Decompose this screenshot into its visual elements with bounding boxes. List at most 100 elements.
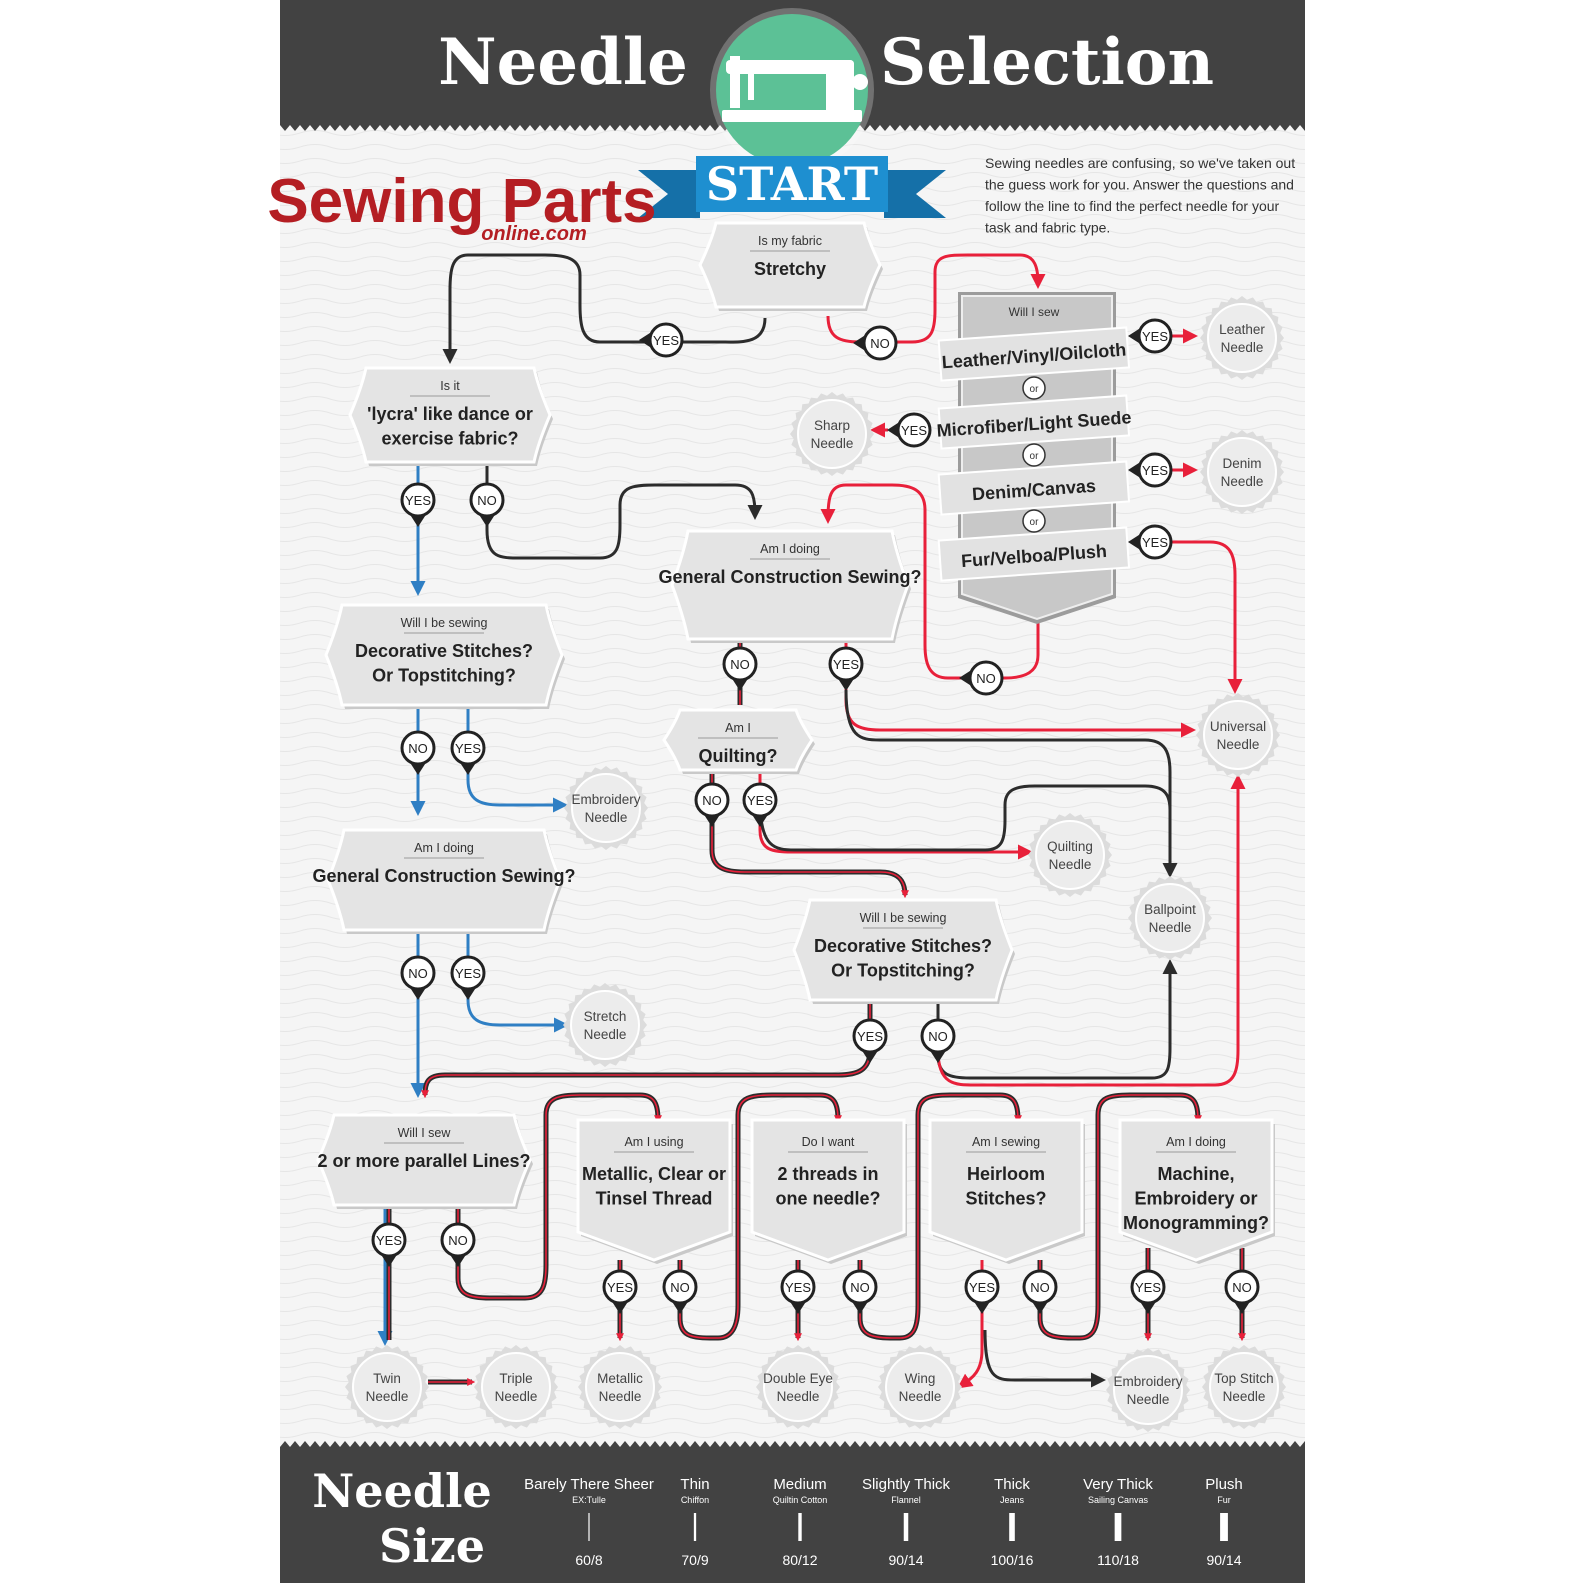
no-pin: NO	[959, 660, 1004, 696]
sewing-machine-icon	[722, 56, 868, 122]
pin-label: YES	[405, 493, 431, 508]
yes-pin: YES	[371, 1222, 407, 1267]
pin-label: YES	[607, 1280, 633, 1295]
path-generalmid-yes-ballpoint	[844, 689, 1178, 878]
size-value-label: 80/12	[782, 1552, 817, 1568]
yes-pin: YES	[450, 730, 486, 775]
size-value-label: 110/18	[1097, 1552, 1139, 1568]
pin-label: NO	[976, 671, 996, 686]
footer-bar	[280, 1441, 1305, 1583]
question-text-line: Decorative Stitches?	[355, 641, 533, 661]
pin-label: YES	[785, 1280, 811, 1295]
start-label: START	[706, 157, 878, 211]
size-value-label: 70/9	[681, 1552, 708, 1568]
yes-pin: YES	[742, 782, 778, 827]
question-pre-label: Do I want	[802, 1135, 855, 1149]
size-thickness-mark	[798, 1513, 802, 1541]
needle-suffix: Needle	[1049, 857, 1092, 872]
needle-name: Sharp	[814, 418, 850, 433]
path-heirloom-yes-wing	[957, 1260, 984, 1389]
yes-pin: YES	[852, 1018, 888, 1063]
needle-suffix: Needle	[1217, 737, 1260, 752]
no-pin: NO	[400, 730, 436, 775]
question-pre-label: Am I	[725, 721, 751, 735]
question-pre-label: Am I sewing	[972, 1135, 1040, 1149]
pin-label: YES	[653, 333, 679, 348]
size-thickness-mark	[1220, 1513, 1228, 1541]
path-twothreads-no	[857, 1092, 1022, 1341]
path-decoleft-yes	[466, 706, 568, 813]
pin-label: YES	[376, 1233, 402, 1248]
no-pin: NO	[920, 1018, 956, 1063]
fabric-banner: Will I sewLeather/Vinyl/OilclothMicrofib…	[936, 292, 1132, 624]
no-pin: NO	[1022, 1269, 1058, 1314]
question-text-line: Stretchy	[754, 259, 826, 279]
size-value-label: 90/14	[1206, 1552, 1241, 1568]
size-weight-label: Slightly Thick	[862, 1476, 951, 1493]
needle-suffix: Needle	[1223, 1389, 1266, 1404]
intro-text-line: Sewing needles are confusing, so we've t…	[985, 155, 1295, 171]
no-pin: NO	[440, 1222, 476, 1267]
question-text-line: Quilting?	[699, 746, 778, 766]
footer-title-needle: Needle	[312, 1464, 492, 1518]
yes-pin: YES	[887, 412, 932, 448]
question-pre-label: Will I be sewing	[401, 616, 488, 630]
needle-name: Triple	[499, 1371, 532, 1386]
pin-label: YES	[1142, 463, 1168, 478]
no-pin: NO	[1224, 1269, 1260, 1314]
size-thickness-mark	[693, 1513, 697, 1541]
path-quilting-no	[709, 770, 909, 899]
question-pre-label: Am I doing	[414, 841, 474, 855]
yes-pin: YES	[450, 955, 486, 1000]
yes-pin: YES	[828, 646, 864, 691]
start-circle	[716, 14, 868, 166]
pin-label: NO	[408, 966, 428, 981]
no-pin: NO	[842, 1269, 878, 1314]
needle-suffix: Needle	[366, 1389, 409, 1404]
question-quilting: Am I Quilting?	[662, 708, 815, 774]
yes-pin: YES	[1128, 318, 1173, 354]
yes-pin: YES	[780, 1269, 816, 1314]
pin-label: NO	[730, 657, 750, 672]
no-pin: NO	[662, 1269, 698, 1314]
path-generalleft-yes	[466, 932, 569, 1033]
ribbon-left-tail	[638, 170, 700, 218]
title-needle: Needle	[438, 25, 688, 100]
needle-name: Universal	[1210, 719, 1266, 734]
pin-label: YES	[455, 966, 481, 981]
title-selection: Selection	[880, 25, 1214, 100]
needle-suffix: Needle	[1221, 340, 1264, 355]
start-ribbon	[696, 156, 888, 212]
pin-label: NO	[1232, 1280, 1252, 1295]
needle-suffix: Needle	[899, 1389, 942, 1404]
path-decomid-no-universal	[936, 774, 1246, 1087]
path-heirloom-no	[1037, 1092, 1202, 1341]
size-example-label: Jeans	[1000, 1495, 1025, 1505]
intro-text-line: task and fabric type.	[985, 220, 1110, 236]
needle-suffix: Needle	[495, 1389, 538, 1404]
question-pre-label: Am I doing	[760, 542, 820, 556]
brand-logo: Sewing Parts	[267, 167, 656, 236]
pin-label: NO	[870, 336, 890, 351]
path-quilting-yes-connector	[758, 784, 1172, 852]
path-decomid-yes	[421, 1002, 873, 1099]
question-text-line: Or Topstitching?	[831, 961, 975, 981]
pin-label: YES	[857, 1029, 883, 1044]
path-quilting-yes-quiltneedle	[758, 770, 1033, 860]
size-weight-label: Barely There Sheer	[524, 1476, 654, 1493]
needle-name: Top Stitch	[1214, 1371, 1273, 1386]
yes-pin: YES	[602, 1269, 638, 1314]
